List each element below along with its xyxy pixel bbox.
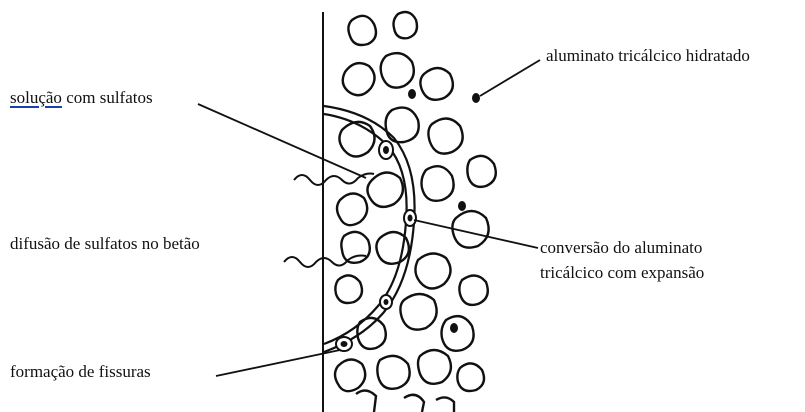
aggregate-grain: [339, 122, 374, 157]
expansion-node-core: [384, 299, 389, 305]
label-difusao: difusão de sulfatos no betão: [10, 233, 200, 254]
aggregate-grain: [459, 275, 487, 304]
aggregate-grain: [337, 193, 367, 225]
aggregate-grain: [381, 53, 414, 88]
aggregate-grain: [386, 108, 419, 143]
label-solucao: solução com sulfatos: [10, 87, 153, 108]
aggregate-grain: [420, 68, 453, 100]
aggregate-grain: [335, 359, 365, 391]
expansion-node-core: [408, 215, 413, 222]
aggregate-grain: [377, 356, 409, 389]
aggregate-grain: [404, 395, 424, 412]
aluminate-dot: [458, 201, 466, 211]
label-solucao-word: solução: [10, 88, 62, 107]
label-solucao-rest: com sulfatos: [62, 88, 153, 107]
leader-lines: [198, 60, 540, 376]
aluminate-dot: [450, 323, 458, 333]
aggregate-grain: [436, 397, 454, 412]
leader-conversao: [414, 220, 538, 248]
aggregate-grain: [394, 12, 418, 38]
aggregate-grain: [415, 253, 450, 288]
leader-aluminato: [480, 60, 540, 96]
aggregate-grain: [428, 118, 462, 153]
aggregate-grain: [348, 16, 376, 45]
aggregate-grain: [442, 316, 474, 351]
expansion-node-core: [383, 146, 389, 154]
aggregate-grain: [422, 166, 454, 201]
aggregate-grain: [341, 232, 369, 263]
label-conversao-line2: tricálcico com expansão: [540, 262, 704, 283]
aluminate-dot: [472, 93, 480, 103]
aggregate-grain: [343, 63, 375, 95]
expansion-node-core: [341, 341, 348, 347]
aggregate-grain: [400, 294, 436, 330]
aggregate-grain: [356, 390, 376, 412]
aggregate-grain: [467, 156, 495, 187]
aluminate-dot: [408, 89, 416, 99]
front-inner-line: [324, 114, 407, 344]
diffusion-wave: [284, 256, 366, 268]
aggregate-grain: [335, 275, 362, 303]
aggregate-grain: [457, 363, 484, 391]
leader-formacao: [216, 350, 340, 376]
label-formacao: formação de fissuras: [10, 361, 151, 382]
diffusion-wave: [294, 174, 374, 186]
label-aluminato: aluminato tricálcico hidratado: [546, 45, 750, 66]
aggregate-grain: [418, 350, 451, 384]
label-conversao-line1: conversão do aluminato: [540, 237, 702, 258]
aggregate-grain: [367, 172, 402, 206]
